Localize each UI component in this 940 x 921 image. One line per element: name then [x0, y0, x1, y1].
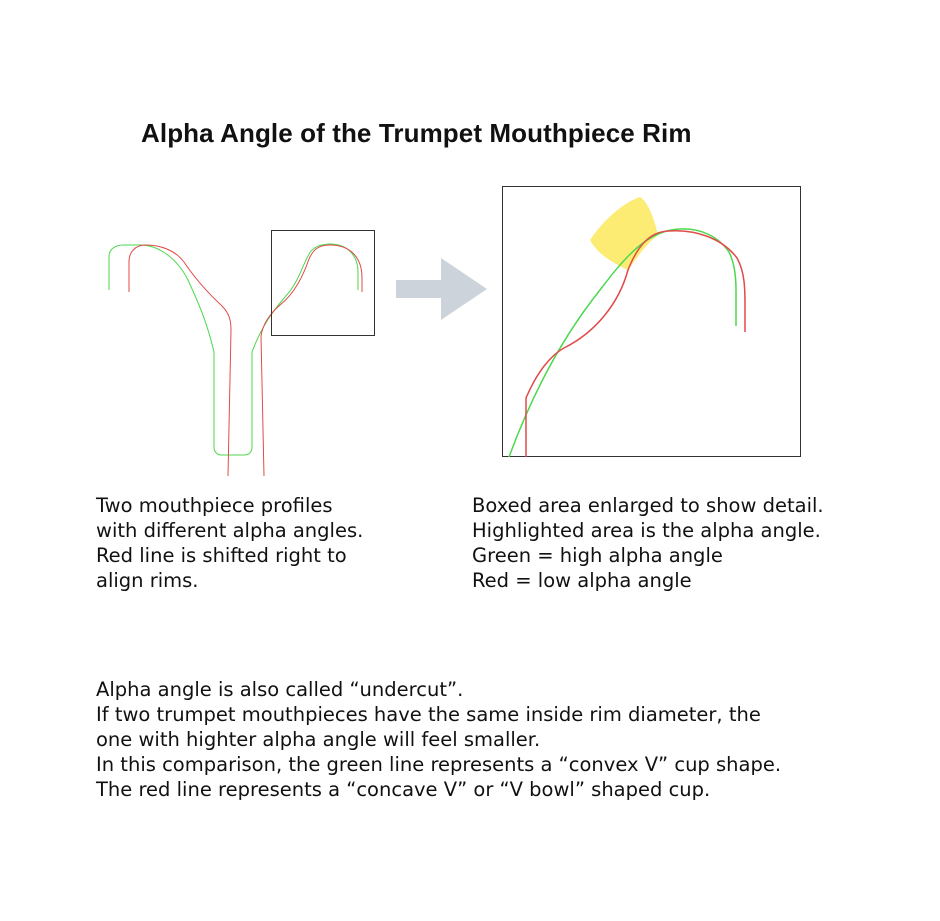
caption-left: Two mouthpiece profiles with different a…	[96, 493, 363, 593]
note-line: If two trumpet mouthpieces have the same…	[96, 703, 761, 726]
page-title: Alpha Angle of the Trumpet Mouthpiece Ri…	[141, 118, 692, 148]
alpha-angle-highlight	[590, 197, 658, 270]
note-line: The red line represents a “concave V” or…	[96, 778, 711, 801]
explanation-note: Alpha angle is also called “undercut”. I…	[96, 677, 781, 802]
note-line: In this comparison, the green line repre…	[96, 753, 782, 776]
red-profile-full	[128, 244, 232, 477]
enlarged-box	[502, 186, 801, 457]
green-profile-detail	[508, 228, 737, 458]
enlarge-arrow	[396, 258, 487, 320]
note-line: one with highter alpha angle will feel s…	[96, 728, 541, 751]
note-line: Alpha angle is also called “undercut”.	[96, 678, 464, 701]
caption-left-line: Red line is shifted right to	[96, 544, 347, 567]
red-profile-detail	[525, 229, 746, 457]
detail-box	[271, 230, 375, 336]
caption-right: Boxed area enlarged to show detail. High…	[472, 493, 824, 593]
caption-right-line: Green = high alpha angle	[472, 544, 723, 567]
caption-right-line: Red = low alpha angle	[472, 569, 692, 592]
enlarged-detail	[502, 186, 801, 458]
caption-left-line: align rims.	[96, 569, 199, 592]
caption-right-line: Boxed area enlarged to show detail.	[472, 494, 824, 517]
caption-left-line: with different alpha angles.	[96, 519, 364, 542]
caption-right-line: Highlighted area is the alpha angle.	[472, 519, 821, 542]
red-profile-full-right	[260, 244, 363, 477]
green-profile-full	[108, 243, 359, 456]
caption-left-line: Two mouthpiece profiles	[96, 494, 333, 517]
full-profiles	[108, 230, 375, 477]
